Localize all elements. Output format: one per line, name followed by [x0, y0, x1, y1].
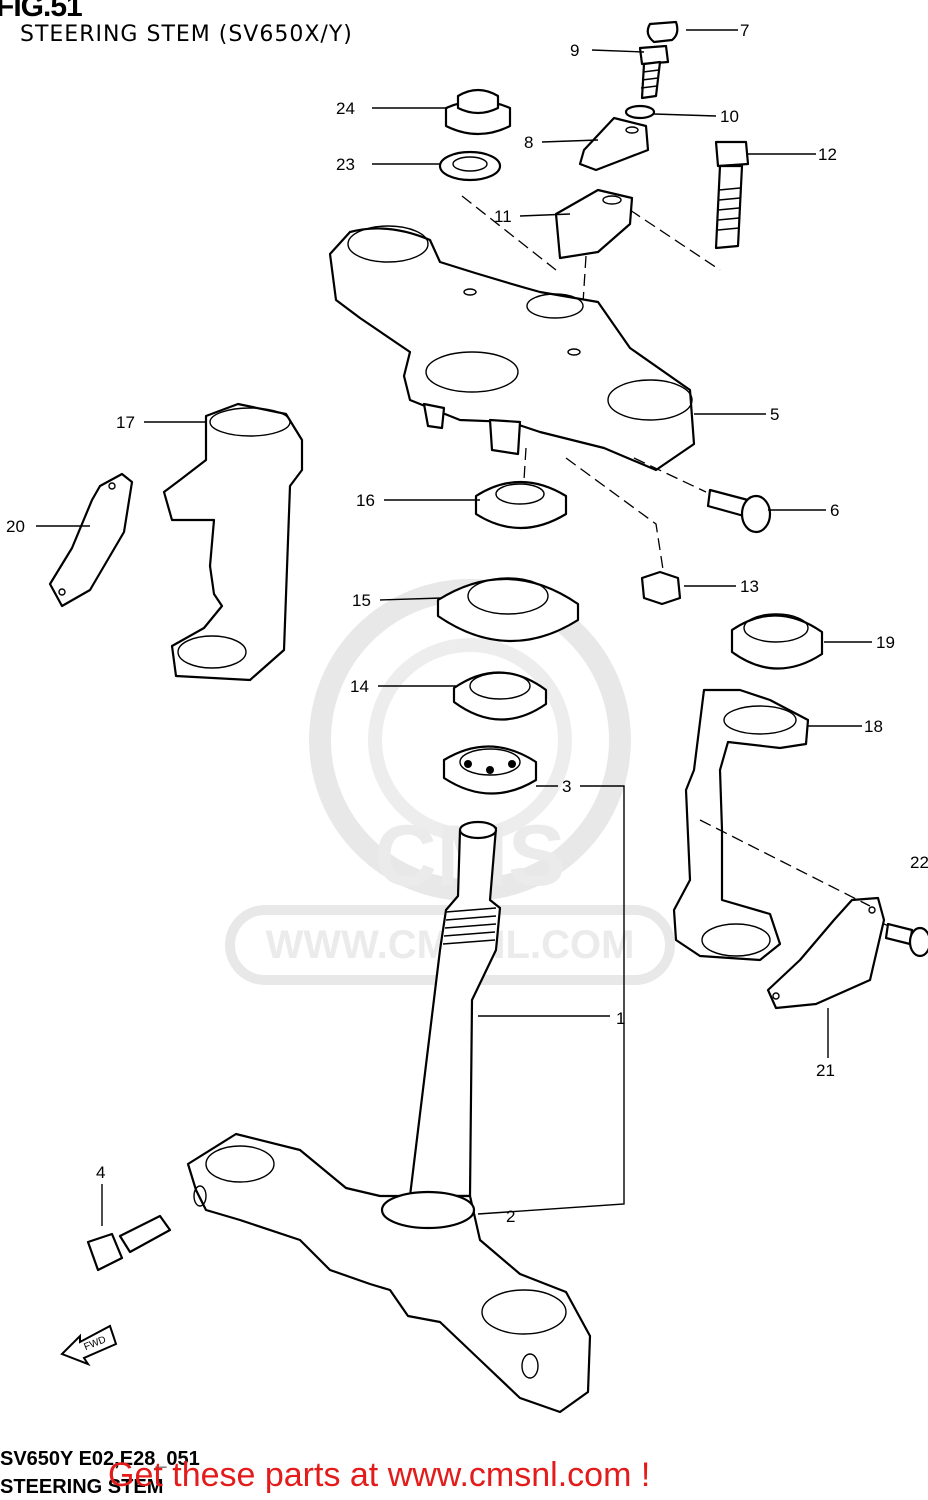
- figure-number: FIG.51: [0, 0, 83, 23]
- callout-15: 15: [352, 591, 371, 610]
- callout-22: 22: [910, 853, 928, 872]
- part-handlebar-bolt: [638, 44, 670, 100]
- callout-8: 8: [524, 133, 533, 152]
- part-plate-bolt: [884, 922, 928, 958]
- callout-9: 9: [570, 41, 579, 60]
- figure-subtitle: STEERING STEM (SV650X/Y): [20, 22, 353, 47]
- part-right-plate: [766, 896, 886, 1010]
- part-lock-nut: [474, 481, 568, 529]
- callout-11: 11: [494, 207, 512, 226]
- callout-13: 13: [740, 577, 759, 596]
- callouts: 7 9 10 8 11 12 24 23 5 6 13 16 15 14 3 1…: [6, 21, 928, 1226]
- callout-4: 4: [96, 1163, 105, 1182]
- part-upper-bracket: [328, 225, 696, 472]
- part-small-washer: [624, 104, 656, 120]
- part-holder-upper: [578, 116, 650, 172]
- part-nut: [640, 570, 682, 606]
- callout-20: 20: [6, 517, 25, 536]
- part-pinch-bolt: [706, 488, 772, 534]
- part-holder-lower: [554, 188, 634, 260]
- callout-16: 16: [356, 491, 375, 510]
- callout-5: 5: [770, 405, 779, 424]
- part-bolt-cap: [646, 20, 679, 44]
- diagram-name: STEERING STEM: [0, 1476, 164, 1498]
- callout-23: 23: [336, 155, 355, 174]
- fwd-arrow-icon: FWD: [60, 1324, 118, 1367]
- part-steering-stem: [408, 820, 502, 1198]
- callout-24: 24: [336, 99, 355, 118]
- callout-19: 19: [876, 633, 895, 652]
- part-washer: [438, 150, 502, 182]
- part-dust-seal: [436, 577, 580, 643]
- callout-18: 18: [864, 717, 883, 736]
- callout-17: 17: [116, 413, 135, 432]
- part-lower-bolt: [86, 1214, 172, 1272]
- promo-link[interactable]: Get these parts at www.cmsnl.com !: [108, 1456, 651, 1494]
- callout-7: 7: [740, 21, 749, 40]
- callout-10: 10: [720, 107, 739, 126]
- part-lower-bracket: [186, 1132, 592, 1414]
- callout-14: 14: [350, 677, 369, 696]
- part-bearing: [442, 745, 538, 795]
- callout-2: 2: [506, 1207, 515, 1226]
- part-left-cover: [162, 402, 304, 682]
- callout-12: 12: [818, 145, 837, 164]
- part-long-bolt: [714, 140, 750, 250]
- callout-21: 21: [816, 1061, 835, 1080]
- callout-3: 3: [562, 777, 571, 796]
- part-lower-race: [730, 613, 824, 670]
- part-right-cover: [672, 688, 810, 962]
- part-bearing-race: [452, 671, 548, 721]
- diagram-code: SV650Y E02,E28_051: [0, 1448, 200, 1470]
- part-left-plate: [48, 472, 134, 608]
- leader-lines: [36, 29, 872, 1226]
- callout-1: 1: [616, 1009, 625, 1028]
- callout-6: 6: [830, 501, 839, 520]
- part-top-cap: [444, 88, 512, 136]
